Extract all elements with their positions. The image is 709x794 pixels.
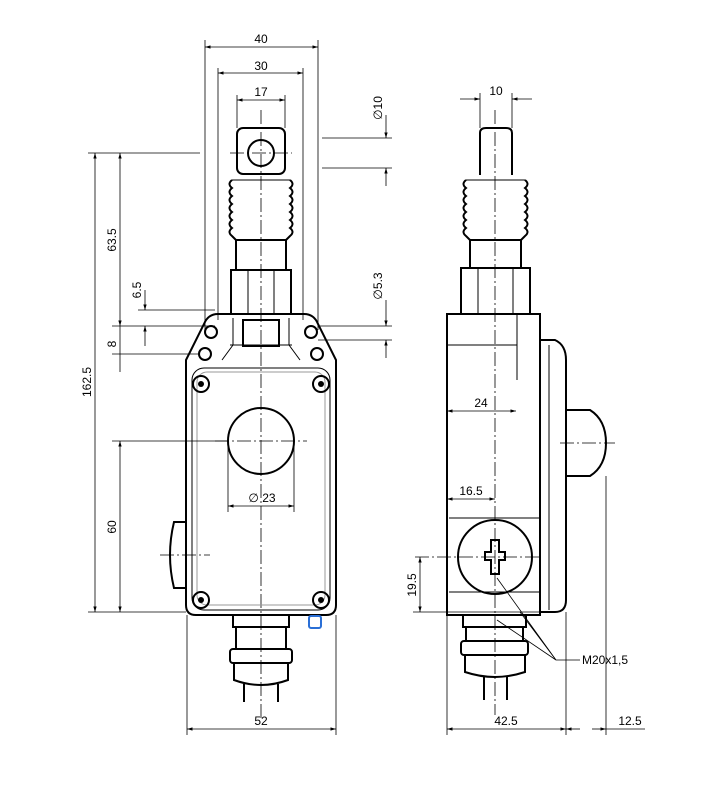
bellows xyxy=(462,179,529,241)
dim-162-5: 162.5 xyxy=(80,367,94,397)
dim-30: 30 xyxy=(254,59,268,73)
dim-42-5: 42.5 xyxy=(494,714,518,728)
cover xyxy=(540,339,567,613)
hex-nut xyxy=(460,267,531,315)
dim-16-5: 16.5 xyxy=(459,484,483,498)
rope-slot xyxy=(242,319,280,347)
dim-6-5: 6.5 xyxy=(130,281,144,298)
eyelet xyxy=(236,127,286,175)
front-view xyxy=(160,110,337,720)
stem xyxy=(479,127,513,175)
screws xyxy=(192,375,330,609)
thread-label: M20x1,5 xyxy=(582,653,628,667)
dim-24: 24 xyxy=(474,396,488,410)
dim-52: 52 xyxy=(254,714,268,728)
dim-dia-5-3: ∅5.3 xyxy=(371,272,385,299)
dim-10: 10 xyxy=(489,84,503,98)
dim-19-5: 19.5 xyxy=(405,573,419,597)
side-dimensions: 10 24 16.5 19.5 42.5 12.5 M20x1,5 xyxy=(405,84,645,735)
cable-gland xyxy=(460,614,529,700)
dim-12-5: 12.5 xyxy=(618,714,642,728)
dim-dia-10: ∅10 xyxy=(371,96,385,120)
bellows xyxy=(228,179,294,241)
side-view xyxy=(415,110,615,715)
dim-60: 60 xyxy=(105,520,119,534)
earth-terminal xyxy=(308,615,322,629)
dim-17: 17 xyxy=(254,85,268,99)
front-dimensions: 40 30 17 162.5 63.5 6.5 8 60 52 ∅ 23 xyxy=(80,32,392,735)
dim-40: 40 xyxy=(254,32,268,46)
dim-dia-23: ∅ 23 xyxy=(248,491,275,505)
dim-8: 8 xyxy=(105,340,119,347)
hex-nut xyxy=(230,269,292,315)
dim-63-5: 63.5 xyxy=(105,228,119,252)
cable-gland xyxy=(229,614,293,702)
